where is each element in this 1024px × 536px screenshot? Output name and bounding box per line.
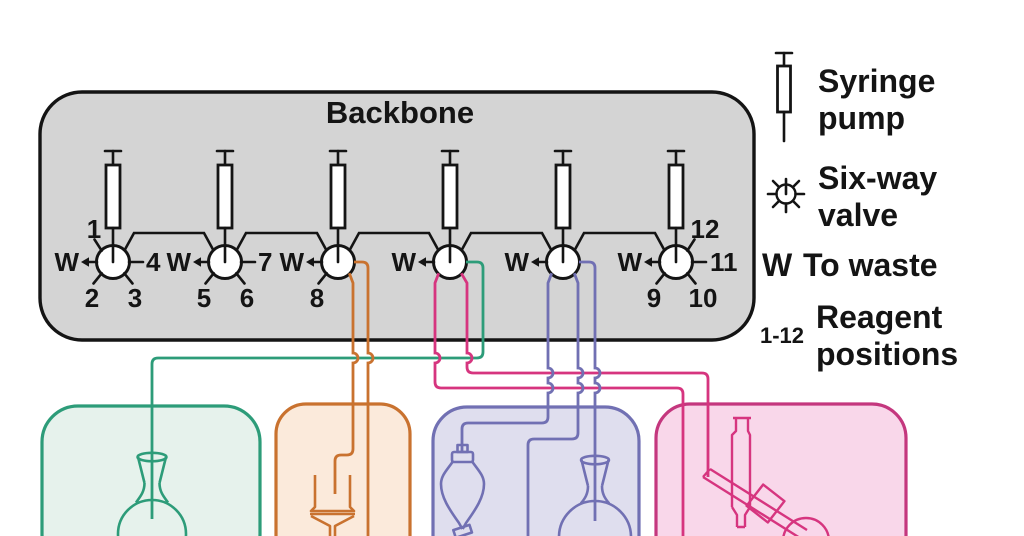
reagent-port-12: 12	[691, 214, 720, 244]
legend-reagent-line2: positions	[816, 336, 958, 372]
tube-purple-to-flask	[579, 260, 602, 521]
legend: Syringe pump Six-way valve W To waste 1-…	[760, 51, 958, 372]
valve-assembly-2: W 5 6 7	[166, 149, 272, 313]
legend-waste-label: To waste	[803, 247, 938, 283]
backbone-title: Backbone	[326, 95, 474, 130]
valve-assembly-5: W	[504, 149, 581, 280]
waste-arrow	[193, 257, 201, 267]
legend-syringe-line1: Syringe	[818, 63, 935, 99]
legend-reagent-symbol: 1-12	[760, 323, 804, 348]
reagent-port-8: 8	[310, 283, 324, 313]
reagent-port-1: 1	[87, 214, 101, 244]
rotary-evaporator-icon	[702, 416, 830, 536]
valve-assembly-3: W 8	[279, 149, 356, 313]
waste-label: W	[279, 247, 304, 277]
waste-arrow	[644, 257, 652, 267]
tube-green-to-reactor	[150, 260, 485, 519]
valve-assembly-4: W	[391, 149, 468, 280]
legend-valve-line2: valve	[818, 197, 898, 233]
backbone-interconnect-tubing	[123, 231, 666, 252]
reagent-port-3: 3	[128, 283, 142, 313]
evaporation-module-panel	[654, 402, 908, 536]
reagent-port-2: 2	[85, 283, 99, 313]
legend-waste-symbol: W	[762, 247, 793, 283]
waste-arrow	[81, 257, 89, 267]
six-way-valve-icon	[306, 226, 356, 285]
separation-module-panel	[431, 405, 641, 536]
reagent-port-11: 11	[710, 247, 738, 277]
waste-arrow	[418, 257, 426, 267]
waste-arrow	[531, 257, 539, 267]
legend-reagent-line1: Reagent	[816, 299, 943, 335]
waste-label: W	[391, 247, 416, 277]
valve-assembly-1: W 1 2 3 4	[54, 149, 161, 313]
waste-label: W	[54, 247, 79, 277]
reagent-port-9: 9	[647, 283, 661, 313]
tube-purple-left	[526, 272, 585, 536]
reagent-port-5: 5	[197, 283, 211, 313]
reagent-port-10: 10	[689, 283, 718, 313]
reagent-port-4: 4	[146, 247, 161, 277]
six-way-valve-icon	[193, 226, 257, 285]
legend-syringe-line2: pump	[818, 100, 905, 136]
legend-valve-line1: Six-way	[818, 160, 937, 196]
waste-label: W	[617, 247, 642, 277]
filtration-module-panel	[274, 402, 412, 536]
six-way-valve-icon	[766, 177, 806, 214]
waste-label: W	[504, 247, 529, 277]
six-way-valve-icon	[644, 226, 708, 285]
six-way-valve-icon	[81, 226, 145, 285]
tube-purple-to-sep-funnel	[460, 272, 555, 451]
syringe-pump-icon	[440, 149, 460, 230]
reagent-port-6: 6	[240, 283, 254, 313]
tube-orange-filter-side	[354, 260, 375, 536]
waste-arrow	[306, 257, 314, 267]
waste-label: W	[166, 247, 191, 277]
reagent-port-7: 7	[258, 247, 272, 277]
tube-pink-to-evaporation-module	[433, 272, 685, 536]
filter-vessel-icon	[309, 475, 356, 536]
tube-pink-to-rotavap	[460, 272, 710, 477]
valve-assembly-6: W 12 9 10 11	[617, 149, 738, 313]
tube-orange-filter-dip	[333, 272, 360, 494]
syringe-pump-icon	[774, 51, 794, 143]
